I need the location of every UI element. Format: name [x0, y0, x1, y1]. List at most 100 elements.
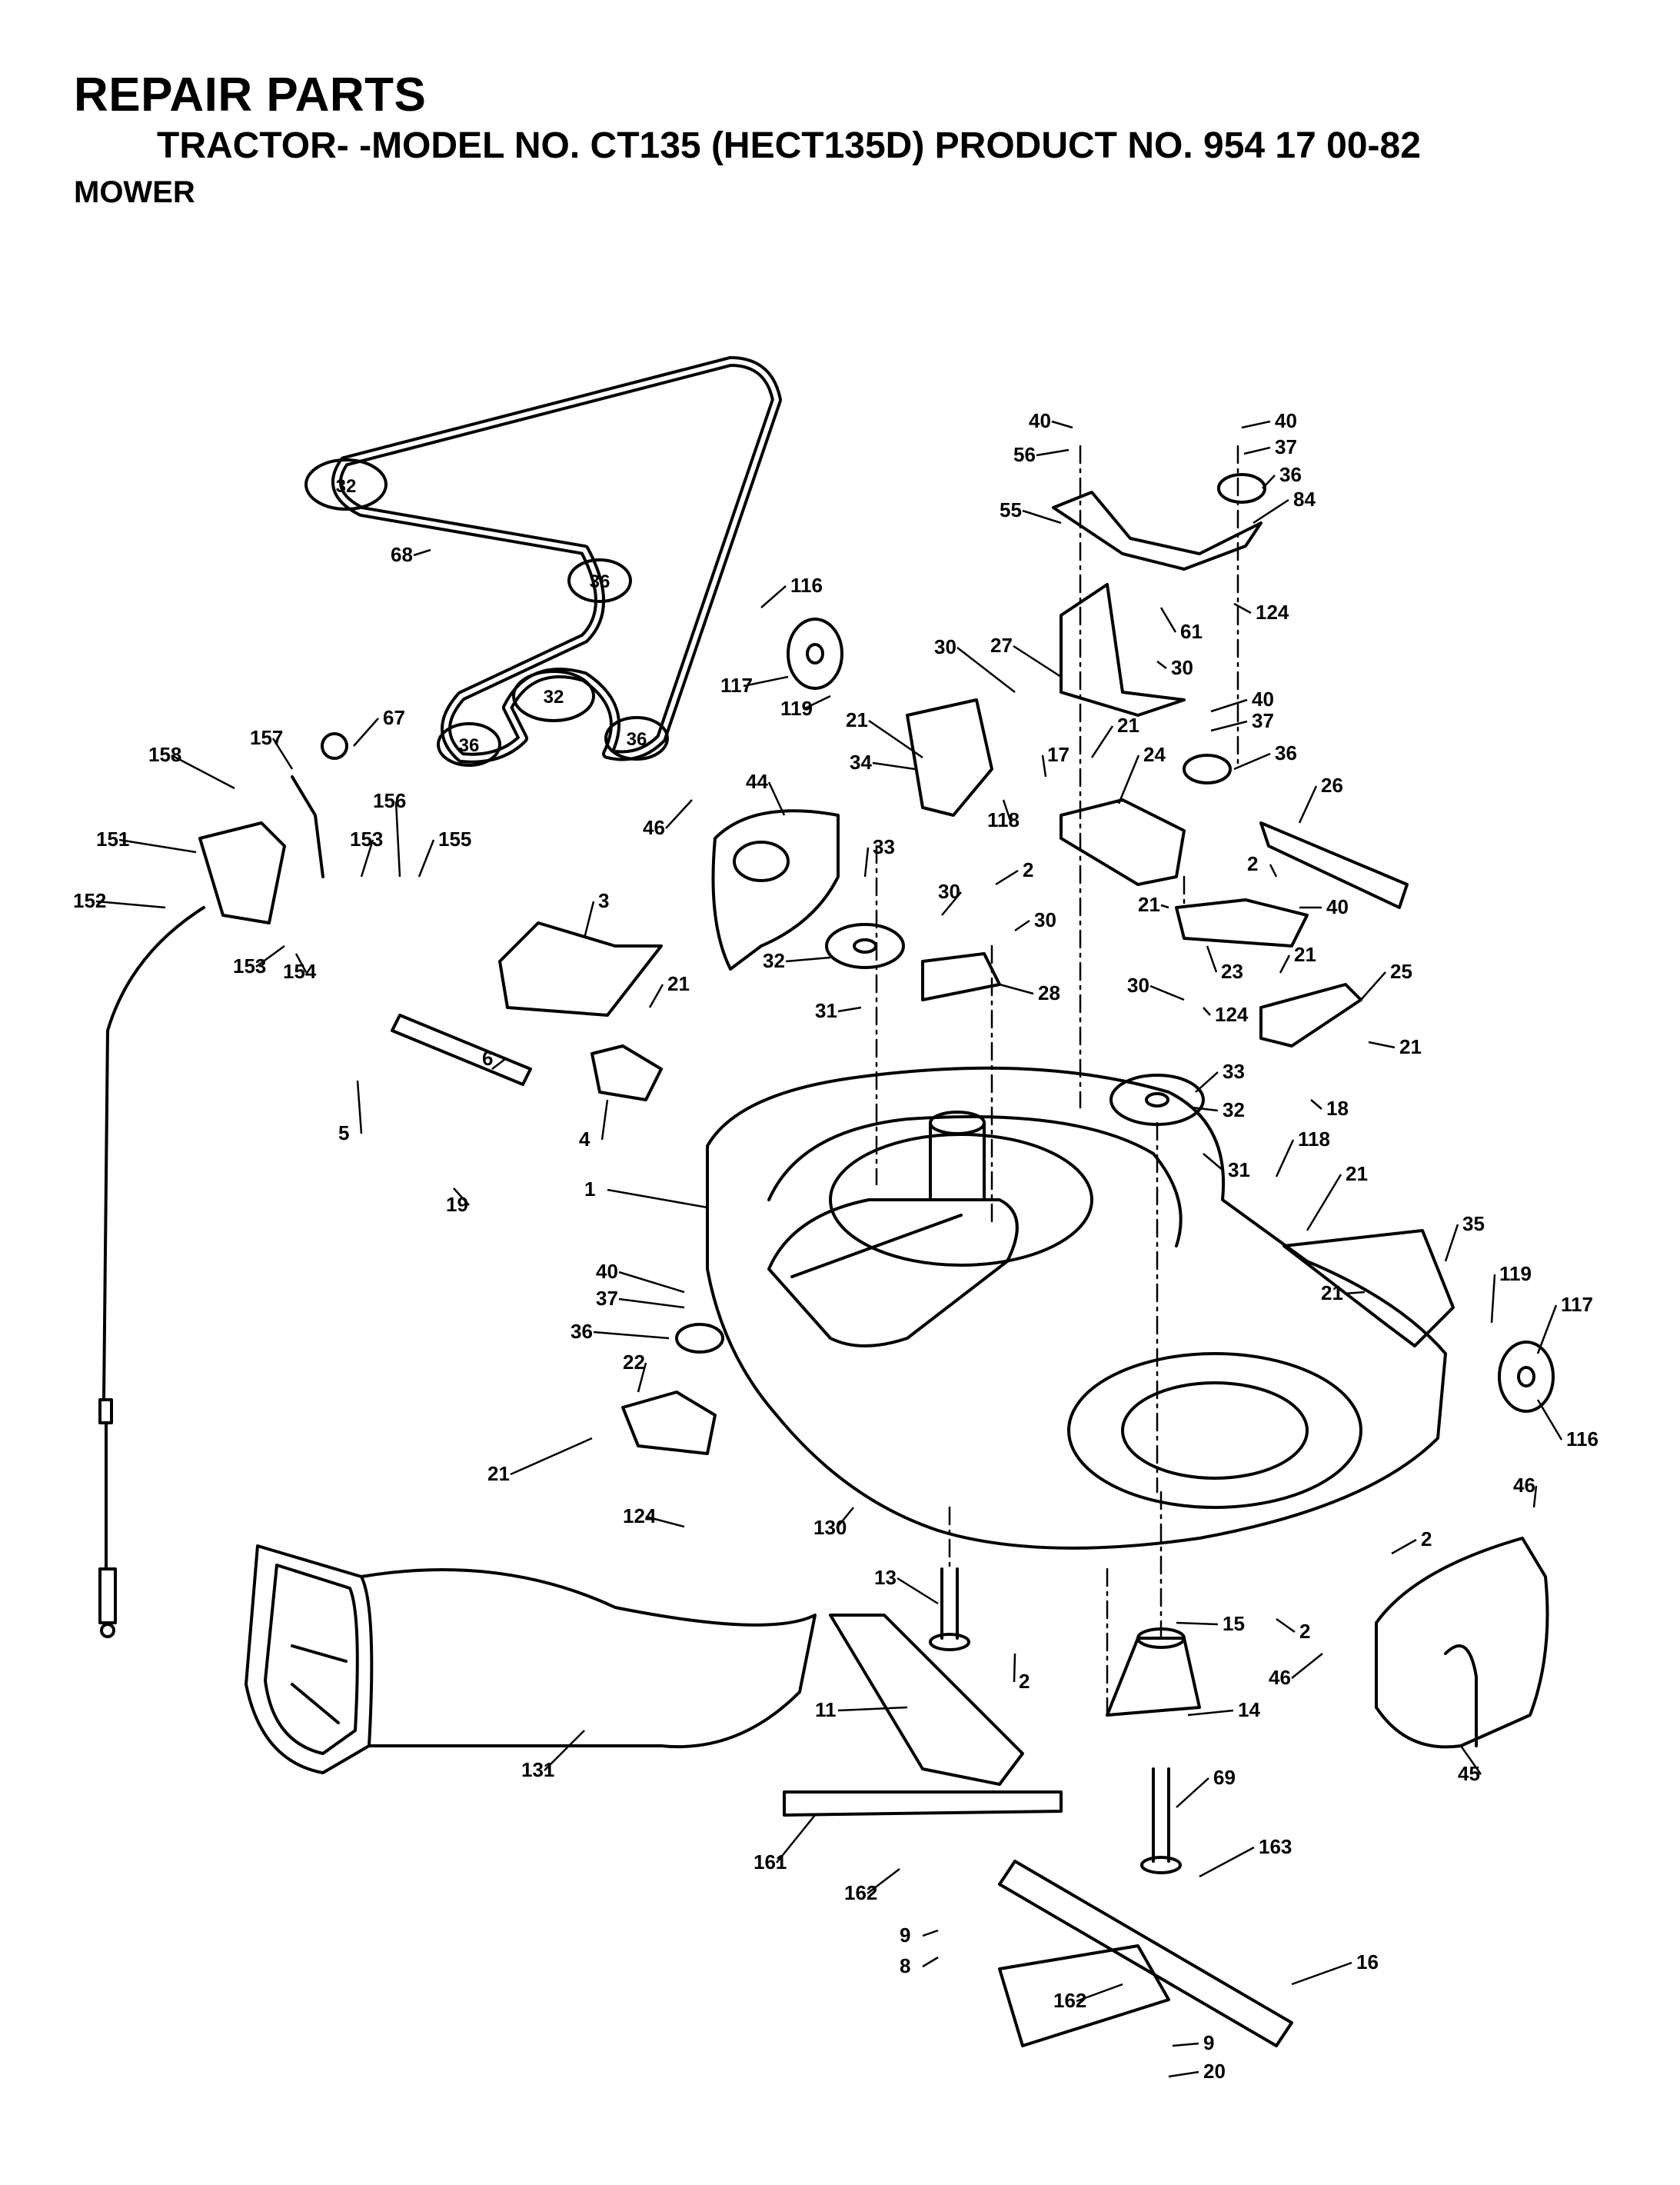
part-number-label: 40	[1029, 409, 1051, 432]
idler-36-mid	[1183, 754, 1232, 784]
callout-30: 30	[934, 635, 1016, 693]
leader-line	[1536, 1304, 1558, 1354]
leader-line	[356, 1080, 363, 1134]
part-number-label: 151	[96, 828, 129, 851]
part-number-label: 40	[1275, 409, 1297, 432]
leader-line	[360, 839, 374, 878]
leader-line	[353, 718, 379, 747]
belt-pulley-36-right	[567, 558, 632, 603]
callout-15: 15	[1176, 1612, 1245, 1635]
part-number-label: 6	[482, 1047, 493, 1070]
pulley-32-left	[825, 923, 905, 969]
part-number-label: 21	[487, 1462, 510, 1485]
leader-line	[118, 838, 197, 854]
part-number-label: 30	[1171, 656, 1193, 679]
leader-line	[1490, 1274, 1496, 1324]
part-number-label: 61	[1180, 620, 1203, 643]
mulch-blade-163	[998, 1944, 1170, 2047]
part-number-label: 56	[1013, 443, 1036, 466]
spindle-69	[1140, 1767, 1182, 1874]
callout-33: 33	[863, 835, 895, 878]
gauge-wheel-117-top	[787, 618, 843, 690]
leader-line	[600, 1099, 609, 1141]
callout-118: 118	[987, 799, 1020, 831]
callout-14: 14	[1187, 1698, 1260, 1721]
blade-adapter-11	[829, 1614, 1024, 1786]
leader-line	[95, 900, 166, 909]
callout-21: 21	[1090, 714, 1139, 758]
part-number-label: 162	[844, 1881, 877, 1904]
page-header: REPAIR PARTS TRACTOR- -MODEL NO. CT135 (…	[0, 0, 1680, 223]
bracket-27	[1060, 583, 1186, 717]
callout-17: 17	[1041, 743, 1070, 778]
callout-124: 124	[1233, 601, 1289, 624]
part-number-label: 37	[1252, 709, 1274, 732]
part-number-label: 124	[623, 1504, 657, 1527]
blade-161	[783, 1790, 1063, 1817]
leader-line	[776, 1814, 816, 1864]
leader-line	[1076, 1983, 1123, 2003]
part-number-label: 84	[1293, 488, 1316, 511]
callout-56: 56	[1013, 443, 1070, 466]
callout-32: 32	[763, 949, 831, 972]
leader-line	[1176, 1777, 1209, 1808]
callout-21: 21	[1138, 893, 1169, 916]
leader-line	[956, 647, 1016, 693]
callout-124: 124	[1203, 1003, 1249, 1026]
part-number-label: 2	[1023, 858, 1033, 881]
part-number-label: 21	[846, 708, 868, 731]
leader-line	[1269, 864, 1278, 878]
callout-2: 2	[1391, 1527, 1432, 1555]
callout-6: 6	[482, 1047, 506, 1070]
leader-line	[1233, 752, 1271, 771]
part-number-label: 30	[938, 880, 960, 903]
callout-21: 21	[846, 708, 923, 759]
spindle-13	[929, 1567, 970, 1651]
belt-pulley-label: 32	[544, 687, 564, 708]
leader-line	[618, 1297, 685, 1309]
callout-34: 34	[850, 751, 916, 774]
callout-162: 162	[844, 1868, 900, 1904]
leader-line	[803, 694, 831, 711]
part-number-label: 68	[391, 543, 413, 566]
leader-line	[1195, 1071, 1219, 1093]
part-number-label: 40	[1252, 688, 1274, 711]
belt-pulley-36-bottom	[604, 716, 669, 761]
part-number-label: 11	[815, 1698, 837, 1721]
leader-line	[1013, 645, 1062, 678]
leader-line	[1276, 1617, 1296, 1634]
part-number-label: 26	[1321, 774, 1343, 797]
part-number-label: 46	[643, 816, 665, 839]
callout-30: 30	[938, 880, 962, 916]
leader-line	[1203, 1153, 1224, 1171]
part-number-label: 37	[596, 1287, 618, 1310]
leader-line	[922, 1929, 939, 1937]
part-number-label: 131	[521, 1758, 554, 1781]
callout-2: 2	[995, 858, 1033, 886]
spindle-housing-14	[1106, 1627, 1201, 1717]
part-number-label: 5	[338, 1121, 349, 1144]
callout-25: 25	[1360, 960, 1412, 1001]
callout-130: 130	[813, 1507, 854, 1539]
part-number-label: 18	[1326, 1097, 1349, 1120]
part-number-label: 69	[1213, 1766, 1236, 1789]
part-number-label: 2	[1299, 1620, 1310, 1643]
part-number-label: 37	[1275, 435, 1297, 458]
bracket-26	[1259, 821, 1409, 909]
leader-line	[1168, 2070, 1199, 2078]
callout-162: 162	[1053, 1983, 1123, 2012]
leader-line	[1536, 1399, 1563, 1441]
part-number-label: 119	[1499, 1262, 1532, 1285]
part-number-label: 21	[1117, 714, 1139, 737]
belt-pulley-label: 36	[627, 729, 647, 750]
section-label: MOWER	[74, 175, 195, 209]
callout-55: 55	[1000, 498, 1062, 525]
idler-arm-55	[1052, 491, 1262, 571]
part-number-label: 21	[1138, 893, 1160, 916]
link-6	[391, 1014, 532, 1086]
leader-line	[1199, 1846, 1255, 1878]
part-number-label: 16	[1356, 1950, 1379, 1973]
callout-124: 124	[623, 1504, 685, 1528]
part-number-label: 36	[1279, 463, 1302, 486]
